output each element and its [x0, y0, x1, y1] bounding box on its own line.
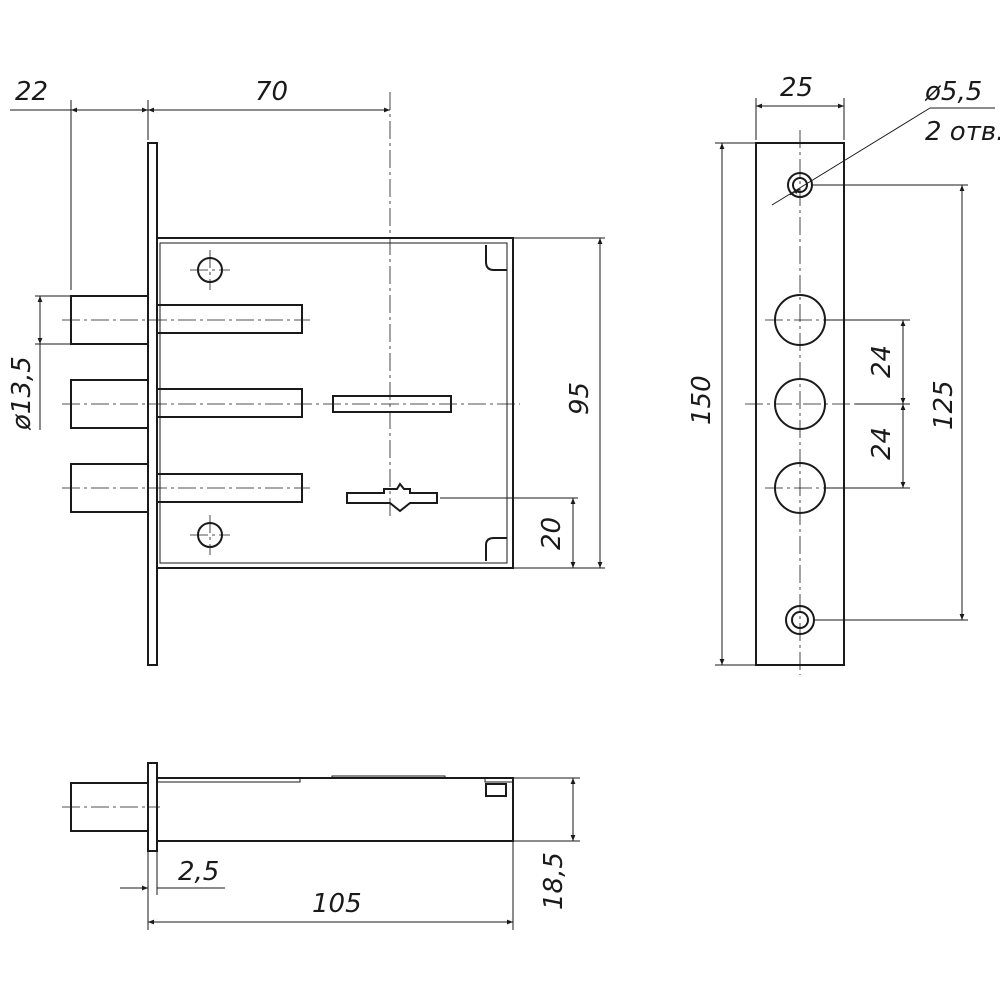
top-body-upper-edge — [157, 775, 513, 783]
dim-24-upper: 24 — [867, 345, 897, 378]
mount-hole-top — [190, 250, 230, 290]
bolt-1-inner — [156, 304, 303, 334]
dim-13-5-group: ø13,5 — [7, 295, 71, 431]
dim-5-5-group: ø5,5 2 отв. — [771, 77, 1000, 206]
dim-25-group: 25 — [755, 73, 845, 140]
dim-top-front: 22 70 — [10, 77, 390, 290]
dim-24-lower: 24 — [867, 427, 897, 460]
dim-18-5: 18,5 — [539, 852, 569, 910]
top-latch-notch — [485, 783, 507, 797]
corner-notch-bottom — [485, 537, 507, 561]
lock-body-inner — [159, 242, 508, 564]
holes-note: 2 отв. — [925, 117, 1000, 147]
dim-70: 70 — [255, 77, 288, 107]
top-view — [62, 762, 514, 852]
dim-125: 125 — [929, 380, 959, 430]
dim-13-5: ø13,5 — [7, 356, 37, 431]
dim-25: 25 — [780, 73, 813, 103]
dim-150: 150 — [687, 375, 717, 425]
dim-18-5-group: 18,5 — [513, 777, 580, 910]
key-slot — [332, 395, 452, 413]
dim-20: 20 — [537, 517, 567, 550]
dim-105: 105 — [312, 889, 362, 919]
top-body — [157, 777, 514, 842]
dim-2-5: 2,5 — [178, 857, 219, 887]
dim-20-group: 20 — [440, 497, 578, 568]
mount-hole-bottom — [190, 515, 230, 555]
cylinder-slot — [346, 482, 438, 513]
side-view — [745, 130, 855, 675]
dim-22: 22 — [15, 77, 48, 107]
dim-2-5-group: 2,5 — [120, 851, 225, 930]
dim-125-group: 125 — [812, 184, 968, 621]
front-view — [62, 92, 520, 666]
corner-notch-top — [485, 245, 507, 271]
dim-5-5: ø5,5 — [924, 77, 982, 107]
dim-105-group: 105 — [148, 841, 514, 930]
dim-95: 95 — [565, 382, 595, 415]
dim-24-group: 24 24 — [825, 319, 910, 489]
dim-95-group: 95 — [513, 237, 605, 569]
bolt-2-inner — [156, 388, 303, 418]
dim-150-group: 150 — [687, 142, 756, 666]
